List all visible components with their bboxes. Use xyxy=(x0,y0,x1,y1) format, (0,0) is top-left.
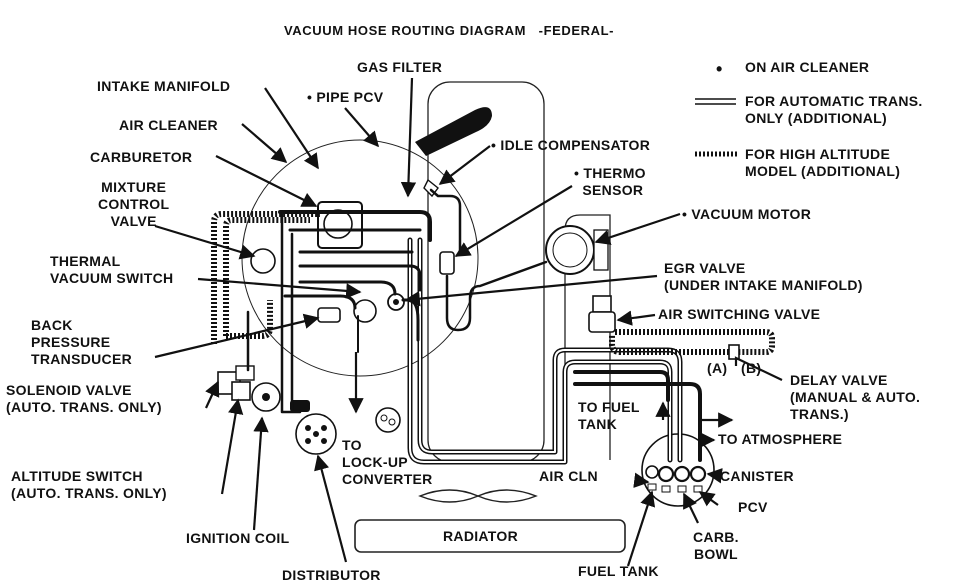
label-air-cln: AIR CLN xyxy=(539,468,598,484)
altitude-switch-shape xyxy=(231,381,251,401)
blank-fitting-shape xyxy=(375,407,401,433)
label-gas-filter: GAS FILTER xyxy=(357,59,443,75)
label-to-lockup-converter: TO LOCK-UP CONVERTER xyxy=(342,437,433,487)
mixture-control-valve-shape xyxy=(250,248,276,274)
air-switching-valve-shape xyxy=(588,295,616,333)
label-fuel-tank: FUEL TANK xyxy=(578,563,659,579)
high-altitude-hoses xyxy=(211,211,775,355)
label-thermal-vacuum-switch: THERMAL VACUUM SWITCH xyxy=(50,253,174,286)
fan-blade-left xyxy=(418,489,480,503)
label-air-cleaner: AIR CLEANER xyxy=(119,117,218,133)
label-idle-compensator: • IDLE COMPENSATOR xyxy=(491,137,651,153)
label-delay-valve-a: (A) xyxy=(707,360,728,376)
label-pcv: PCV xyxy=(738,499,768,515)
delay-valve-shape xyxy=(728,344,740,360)
legend-bullet: • xyxy=(716,59,723,79)
label-intake-manifold: INTAKE MANIFOLD xyxy=(97,78,231,94)
carburetor-shape xyxy=(317,201,363,249)
thermo-sensor-shape xyxy=(439,251,455,275)
label-canister: CANISTER xyxy=(720,468,794,484)
label-back-pressure-transducer: BACK PRESSURE TRANSDUCER xyxy=(31,317,132,367)
label-pipe-pcv: • PIPE PCV xyxy=(307,89,384,105)
label-carb-bowl: CARB. BOWL xyxy=(693,529,739,562)
label-delay-valve-b: (B) xyxy=(741,360,762,376)
canister-shape xyxy=(641,433,715,507)
label-to-atmosphere: TO ATMOSPHERE xyxy=(718,431,843,447)
leader-lines xyxy=(154,77,783,567)
label-to-fuel-tank: TO FUEL TANK xyxy=(578,399,640,432)
label-egr-valve: EGR VALVE (UNDER INTAKE MANIFOLD) xyxy=(664,260,863,293)
label-ignition-coil: IGNITION COIL xyxy=(186,530,290,546)
label-delay-valve: DELAY VALVE (MANUAL & AUTO. TRANS.) xyxy=(790,372,921,422)
vacuum-hoses xyxy=(246,188,702,465)
radiator-group xyxy=(354,489,626,553)
distributor-shape xyxy=(290,400,337,455)
back-pressure-transducer-shape xyxy=(317,307,341,323)
legend-samples xyxy=(695,98,738,157)
gas-filter-hose xyxy=(415,107,492,156)
diagram-title: VACUUM HOSE ROUTING DIAGRAM -FEDERAL- xyxy=(284,23,615,38)
label-thermo-sensor: • THERMO SENSOR xyxy=(574,165,646,198)
label-carburetor: CARBURETOR xyxy=(90,149,193,165)
label-vacuum-motor: • VACUUM MOTOR xyxy=(682,206,812,222)
fan-blade-right xyxy=(476,489,538,503)
label-altitude-switch: ALTITUDE SWITCH (AUTO. TRANS. ONLY) xyxy=(11,468,167,501)
legend-automatic: FOR AUTOMATIC TRANS. ONLY (ADDITIONAL) xyxy=(745,93,923,126)
label-solenoid-valve: SOLENOID VALVE (AUTO. TRANS. ONLY) xyxy=(6,382,162,415)
radiator-shape xyxy=(354,519,626,553)
legend-air-cleaner: ON AIR CLEANER xyxy=(745,59,870,75)
label-distributor: DISTRIBUTOR xyxy=(282,567,381,583)
legend-high-altitude: FOR HIGH ALTITUDE MODEL (ADDITIONAL) xyxy=(745,146,901,179)
label-air-switching-valve: AIR SWITCHING VALVE xyxy=(658,306,821,322)
label-radiator: RADIATOR xyxy=(443,528,518,544)
label-mixture-control-valve: MIXTURE CONTROL VALVE xyxy=(98,179,170,229)
thermal-vacuum-switch-shape xyxy=(353,299,377,323)
